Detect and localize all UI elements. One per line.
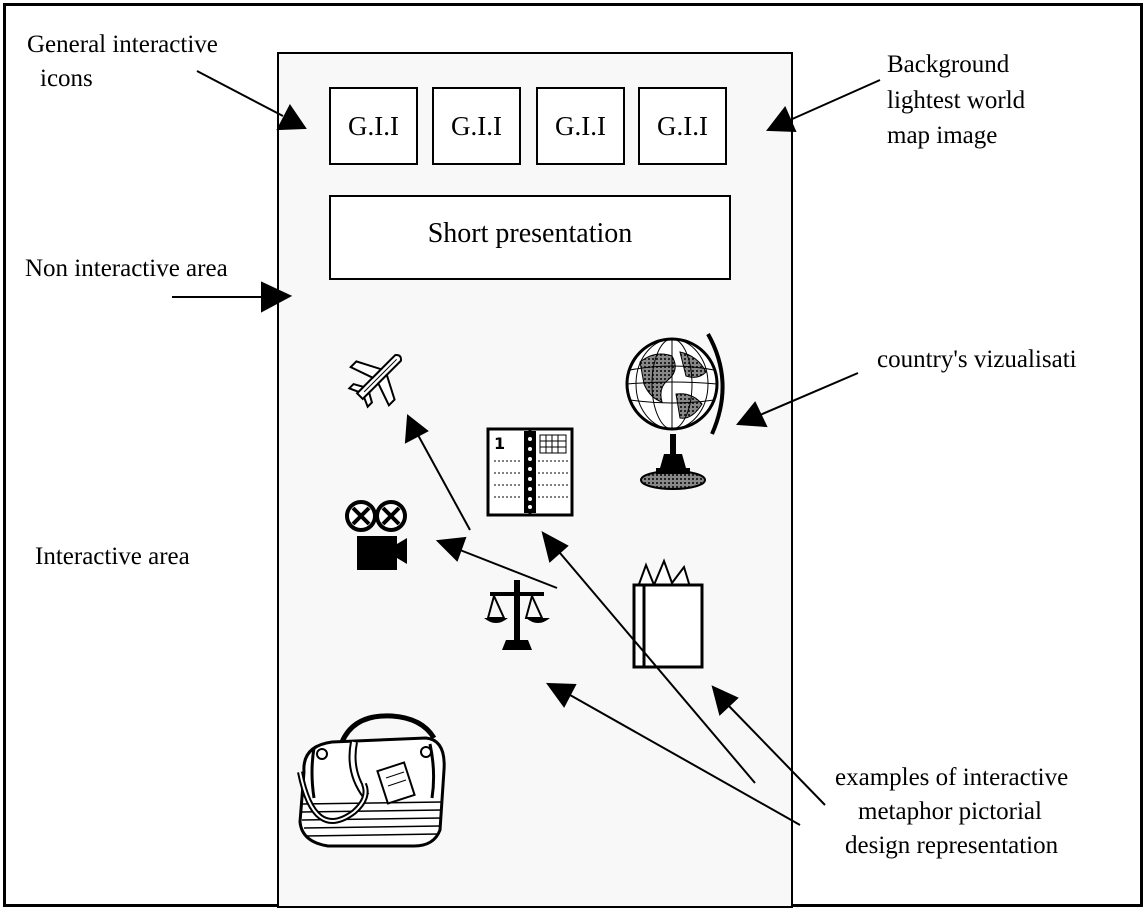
label-background-1: Background [887, 51, 1010, 78]
gii-button-4[interactable]: G.I.I [638, 87, 727, 165]
arrowhead-book [711, 685, 739, 716]
film-camera-icon[interactable] [345, 500, 409, 574]
label-general-icons-2: icons [40, 65, 93, 92]
arrowhead-non-interactive [261, 281, 293, 313]
arrowhead-general-icons [276, 104, 307, 131]
arrowhead-scales [545, 682, 577, 708]
arrow-airplane [417, 434, 471, 531]
travel-bag-icon[interactable] [294, 712, 454, 852]
arrowhead-agenda [541, 531, 569, 563]
label-non-interactive: Non interactive area [25, 255, 228, 282]
arrow-book [726, 703, 826, 806]
label-general-icons-1: General interactive [27, 31, 218, 58]
label-country-vis: country's vizualisati [877, 346, 1077, 373]
label-interactive-area: Interactive area [35, 543, 190, 570]
arrow-agenda [559, 552, 756, 784]
globe-icon[interactable] [620, 322, 730, 502]
arrow-camera [459, 549, 558, 589]
agenda-icon[interactable]: 1 [486, 427, 574, 517]
arrowhead-airplane [404, 414, 429, 444]
arrow-scales [569, 694, 801, 826]
airplane-icon[interactable] [344, 342, 414, 412]
label-examples-2: metaphor pictorial [858, 798, 1042, 825]
label-background-2: lightest world [887, 87, 1026, 114]
label-background-3: map image [887, 122, 998, 149]
arrowhead-background [766, 106, 797, 133]
arrowhead-camera [435, 536, 467, 562]
short-presentation-box: Short presentation [329, 195, 731, 280]
arrow-background [789, 79, 881, 121]
gii-button-2[interactable]: G.I.I [432, 87, 521, 165]
arrowhead-country-vis [736, 401, 768, 428]
label-examples-1: examples of interactive [835, 764, 1069, 791]
gii-button-3[interactable]: G.I.I [536, 87, 625, 165]
arrow-general-icons [196, 70, 284, 117]
scales-icon[interactable] [484, 578, 550, 652]
svg-text:1: 1 [494, 434, 505, 453]
arrow-country-vis [759, 372, 859, 416]
label-examples-3: design representation [845, 832, 1059, 859]
gii-button-1[interactable]: G.I.I [329, 87, 418, 165]
